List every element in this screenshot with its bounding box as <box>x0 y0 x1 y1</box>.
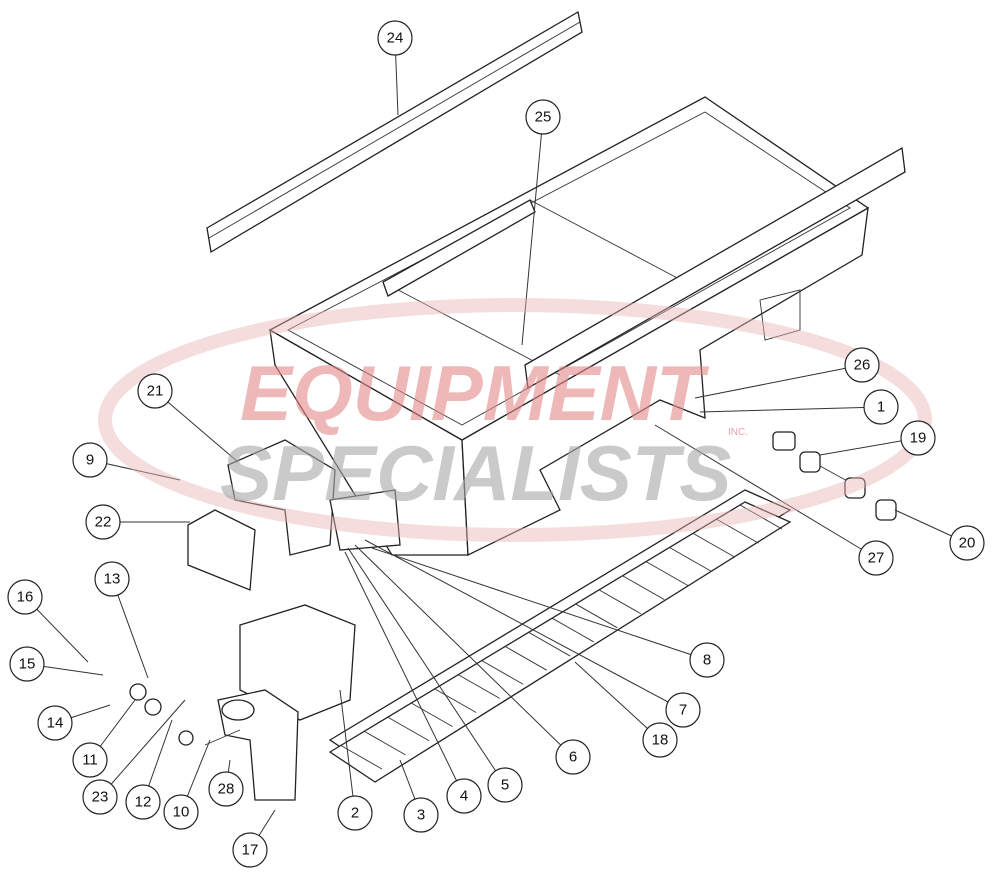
callout-28: 28 <box>208 771 244 807</box>
leader-line-1 <box>699 406 882 413</box>
hopper-body <box>268 96 906 557</box>
callout-number: 25 <box>535 109 552 126</box>
chain-slat <box>410 702 453 728</box>
cover-parts <box>187 439 401 591</box>
chain-slat <box>386 716 430 742</box>
callout-20: 20 <box>949 525 985 561</box>
callout-number: 3 <box>417 807 425 824</box>
callout-17: 17 <box>232 832 268 868</box>
callout-11: 11 <box>72 742 108 778</box>
callout-5: 5 <box>487 767 523 803</box>
leader-line-5 <box>347 547 506 786</box>
motor-assembly <box>129 604 356 801</box>
callout-number: 22 <box>95 514 112 531</box>
leader-line-6 <box>354 544 574 758</box>
conveyor-chain <box>328 489 792 783</box>
callout-13: 13 <box>94 561 130 597</box>
chain-slat <box>622 575 665 600</box>
callout-10: 10 <box>163 794 199 830</box>
chain-slat <box>433 688 477 713</box>
chain-slat <box>716 518 759 544</box>
callout-8: 8 <box>689 642 725 678</box>
callout-18: 18 <box>642 722 678 758</box>
callout-number: 23 <box>92 789 109 806</box>
chain-slat <box>504 645 547 671</box>
callout-number: 4 <box>460 788 468 805</box>
leader-line-26 <box>694 364 863 399</box>
chain-slat <box>598 589 642 615</box>
callout-24: 24 <box>377 20 413 56</box>
leader-line-25 <box>521 116 544 346</box>
leader-line-18 <box>574 661 661 741</box>
chain-slat <box>551 617 594 643</box>
callout-1: 1 <box>863 389 899 425</box>
callout-2: 2 <box>337 795 373 831</box>
callout-number: 10 <box>173 804 190 821</box>
callout-number: 19 <box>910 430 927 447</box>
leader-line-8 <box>371 547 708 661</box>
callout-26: 26 <box>844 347 880 383</box>
callout-21: 21 <box>137 373 173 409</box>
callout-number: 5 <box>501 777 509 794</box>
callout-number: 9 <box>86 452 94 469</box>
shaft-parts <box>772 431 897 521</box>
callout-number: 6 <box>569 749 577 766</box>
callout-12: 12 <box>125 784 161 820</box>
callout-16: 16 <box>7 579 43 615</box>
callout-15: 15 <box>9 646 45 682</box>
callout-14: 14 <box>37 705 73 741</box>
callout-number: 11 <box>82 752 98 769</box>
callout-number: 15 <box>19 656 36 673</box>
callout-number: 28 <box>218 781 235 798</box>
chain-slat <box>363 730 406 756</box>
chain-slat <box>528 631 571 657</box>
callout-4: 4 <box>446 778 482 814</box>
chain-slat <box>480 659 524 685</box>
leader-line-23 <box>99 699 186 798</box>
callout-number: 7 <box>679 702 687 719</box>
top-bar-part <box>206 10 583 254</box>
callout-19: 19 <box>900 420 936 456</box>
callout-number: 13 <box>104 571 121 588</box>
callout-number: 8 <box>703 652 711 669</box>
callout-number: 12 <box>135 794 152 811</box>
chain-slat <box>457 674 500 699</box>
callout-number: 16 <box>17 589 34 606</box>
callout-9: 9 <box>72 442 108 478</box>
callout-number: 1 <box>877 399 885 416</box>
callout-number: 26 <box>854 357 871 374</box>
callout-number: 24 <box>387 30 404 47</box>
callout-number: 14 <box>47 715 64 732</box>
chain-slat <box>739 504 783 530</box>
callout-number: 17 <box>242 842 259 859</box>
callout-6: 6 <box>555 739 591 775</box>
callout-number: 2 <box>351 805 359 822</box>
leader-line-27 <box>654 424 877 559</box>
callout-25: 25 <box>525 99 561 135</box>
callout-23: 23 <box>82 779 118 815</box>
watermark-suffix: INC. <box>728 427 748 438</box>
callout-7: 7 <box>665 692 701 728</box>
leader-line-4 <box>344 551 465 797</box>
callout-22: 22 <box>85 504 121 540</box>
chain-slat <box>575 603 618 629</box>
callout-number: 27 <box>868 550 885 567</box>
chain-slat <box>645 561 689 586</box>
leader-line-21 <box>154 390 239 463</box>
chain-slat <box>692 532 736 558</box>
callout-number: 21 <box>147 383 164 400</box>
chain-slat <box>669 546 712 572</box>
callout-27: 27 <box>858 540 894 576</box>
leader-line-7 <box>364 539 684 711</box>
leader-line-2 <box>339 689 356 814</box>
callout-3: 3 <box>403 797 439 833</box>
callout-number: 18 <box>652 732 669 749</box>
callout-number: 20 <box>959 535 976 552</box>
